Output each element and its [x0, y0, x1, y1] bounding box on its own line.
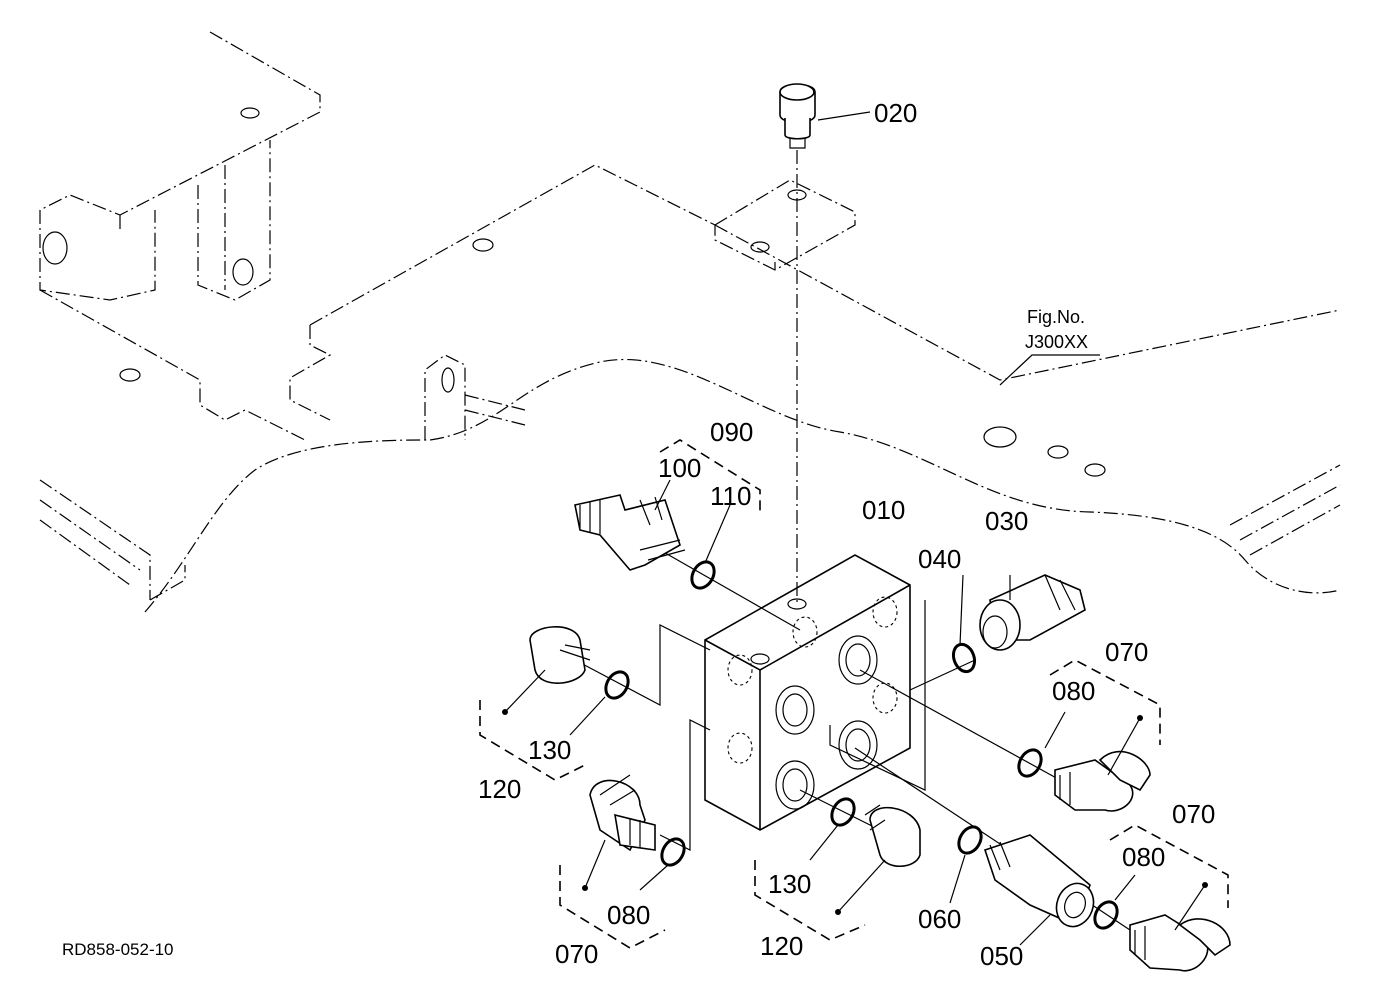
figure-ref-line2: J300XX	[1025, 332, 1088, 352]
label-030: 030	[985, 506, 1028, 536]
elbow-070-left	[582, 774, 686, 891]
label-020: 020	[874, 98, 917, 128]
label-130-left: 130	[528, 735, 571, 765]
plug-020	[779, 83, 871, 149]
group-brackets	[479, 439, 1229, 949]
label-060: 060	[918, 904, 961, 934]
elbow-070-right-lower	[1093, 874, 1231, 972]
label-070-left: 070	[555, 939, 598, 969]
frame-outline	[39, 31, 1341, 613]
label-120-center: 120	[760, 931, 803, 961]
label-080-upper: 080	[1052, 676, 1095, 706]
coupler-050	[949, 825, 1095, 946]
label-110: 110	[710, 481, 751, 511]
part-labels: 020 090 100 110 010 030 040 070 080 130 …	[62, 98, 1215, 971]
label-090: 090	[710, 417, 753, 447]
label-050: 050	[980, 941, 1023, 971]
label-010: 010	[862, 495, 905, 525]
plug-130-left	[502, 626, 630, 736]
label-080-lower-right: 080	[1122, 842, 1165, 872]
label-130-center: 130	[768, 869, 811, 899]
label-080-left: 080	[607, 900, 650, 930]
fitting-030	[951, 574, 1086, 674]
elbow-070-right-upper	[1017, 711, 1151, 812]
label-120-left: 120	[478, 774, 521, 804]
figure-ref-line1: Fig.No.	[1027, 307, 1085, 327]
label-040: 040	[918, 544, 961, 574]
label-100: 100	[658, 453, 701, 483]
label-070-lower-right: 070	[1172, 799, 1215, 829]
drawing-code: RD858-052-10	[62, 940, 174, 959]
label-070-upper: 070	[1105, 637, 1148, 667]
elbow-adapter-100	[574, 479, 731, 590]
plug-130-center	[809, 797, 921, 915]
valve-block-010	[704, 554, 911, 831]
